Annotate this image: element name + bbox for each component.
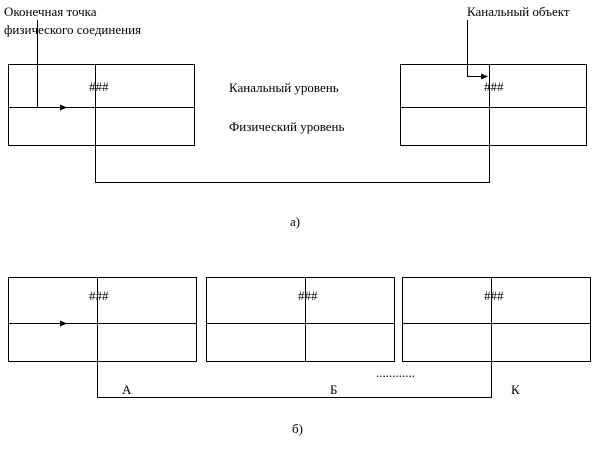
caption-b: б) xyxy=(292,421,303,436)
node-box-a-right: ### xyxy=(400,64,587,146)
callout-endpoint-arrow xyxy=(37,20,67,111)
node-box-b-1: ### xyxy=(8,277,197,362)
node-marker-a-right: ### xyxy=(484,79,504,94)
callout-link-object-label: Канальный объект xyxy=(467,4,570,19)
diagram-b: ### ### ### А Б ............ К б) xyxy=(8,277,591,436)
callout-endpoint-label-line1: Оконечная точка xyxy=(4,4,97,19)
node-box-b-3-frame xyxy=(402,277,591,362)
node-label-a: А xyxy=(122,382,132,397)
node-marker-a-left: ### xyxy=(89,79,109,94)
caption-a: а) xyxy=(290,214,300,229)
node-box-b-2: ### xyxy=(206,277,395,362)
node-marker-b-2: ### xyxy=(298,288,318,303)
node-marker-b-1: ### xyxy=(89,288,109,303)
node-box-b-1-frame xyxy=(8,277,197,362)
node-box-a-left: ### xyxy=(8,64,195,146)
node-box-b-3: ### xyxy=(402,277,591,362)
physical-connection-line-b xyxy=(97,361,492,398)
node-label-k: К xyxy=(511,382,520,397)
layer-label-link: Канальный уровень xyxy=(229,80,339,95)
node-box-a-right-frame xyxy=(400,64,587,146)
node-marker-b-3: ### xyxy=(484,288,504,303)
layer-label-physical: Физический уровень xyxy=(229,119,344,134)
callout-link-object-arrow xyxy=(467,20,488,80)
diagram-a: ### ### Оконечная точка физического соед… xyxy=(4,4,587,229)
physical-connection-line-a xyxy=(95,145,490,183)
node-label-b: Б xyxy=(330,382,337,397)
ellipsis-more-nodes: ............ xyxy=(376,365,415,380)
callout-endpoint-label-line2: физического соединения xyxy=(4,22,141,37)
node-box-a-left-frame xyxy=(8,64,195,146)
node-box-b-2-frame xyxy=(206,277,395,362)
